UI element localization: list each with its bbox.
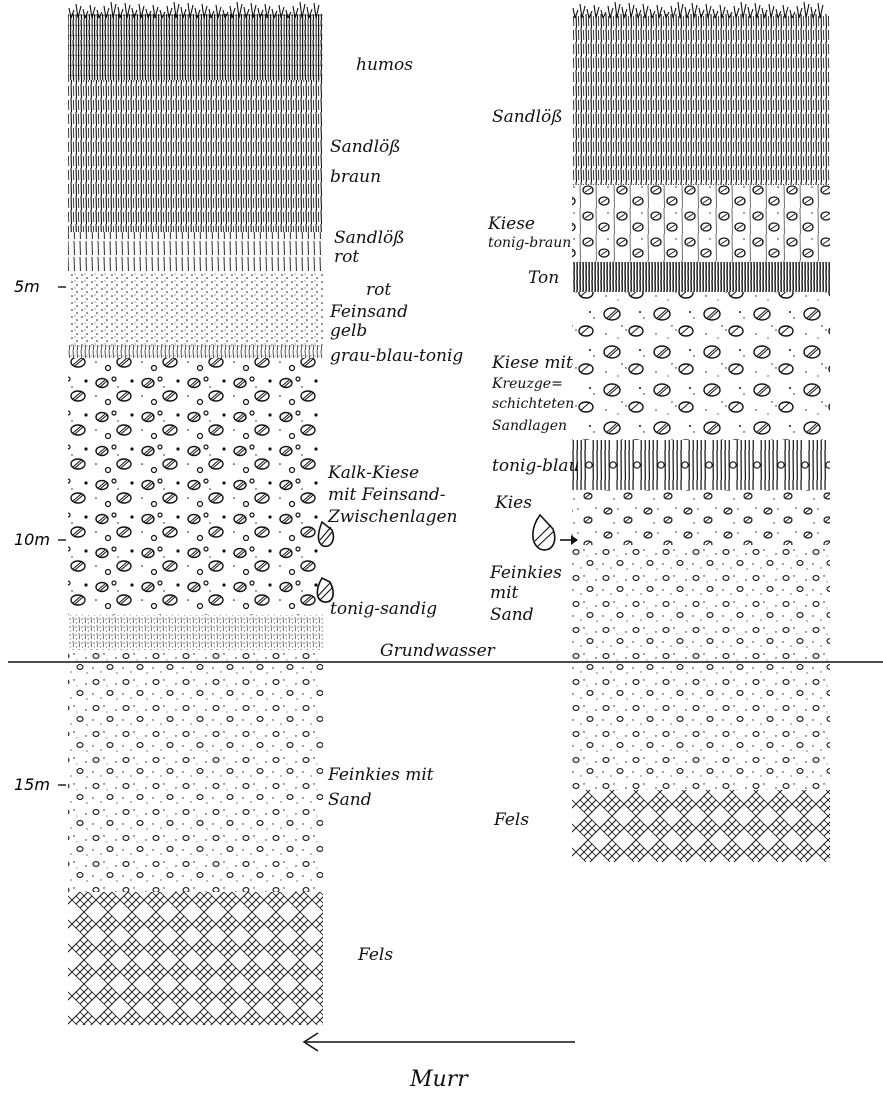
right-layer-label: Sandlöß: [492, 107, 563, 127]
left-layer-label: Feinsand: [329, 302, 408, 322]
right-layer-gravel-clay: [572, 185, 830, 262]
right-layer-label: mit: [490, 583, 519, 603]
left-layer-label: Kalk-Kiese: [327, 463, 419, 483]
left-layer-label: Fels: [357, 945, 393, 965]
right-layer-label: Fels: [493, 810, 529, 830]
left-layer-label: Sand: [328, 790, 372, 810]
right-layer-rock: [572, 790, 830, 862]
left-layer-label: grau-blau-tonig: [330, 346, 463, 366]
left-layer-loess-light: [68, 232, 323, 272]
groundwater-label: Grundwasser: [380, 641, 496, 661]
arrow-left-icon: [304, 1033, 575, 1051]
left-layer-label: Feinkies mit: [327, 765, 434, 785]
right-layer-gravel: [572, 490, 830, 545]
left-layer-rock: [68, 892, 323, 1025]
right-layer-label: Sandlagen: [492, 418, 567, 434]
depth-mark-label: 10m: [14, 530, 50, 549]
right-layer-label: Kreuzge=: [491, 376, 563, 392]
right-profile-column: [572, 2, 830, 862]
right-layer-label: schichteten: [492, 396, 574, 412]
right-layer-label: Kiese: [487, 214, 535, 234]
right-layer-clay-blue: [572, 440, 830, 490]
right-layer-gravel-cross: [572, 292, 830, 440]
right-layer-label: Kiese mit: [491, 353, 573, 373]
depth-mark-label: 15m: [14, 775, 50, 794]
depth-mark-label: 5m: [14, 277, 40, 296]
left-layer-clayey-sand: [68, 615, 323, 650]
right-layer-label: Feinkies: [489, 563, 562, 583]
left-layer-label: Sandlöß: [334, 228, 405, 248]
left-layer-label: rot: [366, 280, 391, 300]
right-layer-clay: [572, 262, 830, 292]
left-layer-fine-sand: [68, 272, 323, 310]
left-layer-label: Sandlöß: [330, 137, 401, 157]
boulder-icon: [533, 515, 555, 550]
left-layer-fine-sand: [68, 310, 323, 345]
right-layer-label: tonig-blau: [492, 456, 579, 476]
right-layer-label: Kies: [494, 493, 532, 513]
left-layer-label: humos: [356, 55, 413, 75]
right-layer-fine-gravel-sand: [572, 545, 830, 790]
right-layer-loess-dense: [572, 14, 830, 185]
left-layer-humus: [68, 14, 323, 80]
left-layer-label: gelb: [330, 321, 367, 341]
left-layer-label: tonig-sandig: [330, 599, 437, 619]
right-layer-label: Ton: [528, 268, 559, 288]
left-profile-column: [68, 2, 323, 1025]
left-layer-loess-dense: [68, 80, 323, 232]
left-layer-clayey: [68, 345, 323, 358]
right-layer-label: tonig-braun: [488, 235, 571, 251]
left-layer-label: mit Feinsand-: [328, 485, 446, 505]
left-layer-fine-gravel-sand: [68, 650, 323, 892]
left-layer-label: Zwischenlagen: [327, 507, 457, 527]
left-layer-coarse-gravel: [68, 358, 323, 615]
left-layer-label: braun: [330, 167, 381, 187]
river-label: Murr: [409, 1067, 469, 1092]
right-layer-label: Sand: [490, 605, 534, 625]
left-layer-label: rot: [334, 247, 359, 267]
